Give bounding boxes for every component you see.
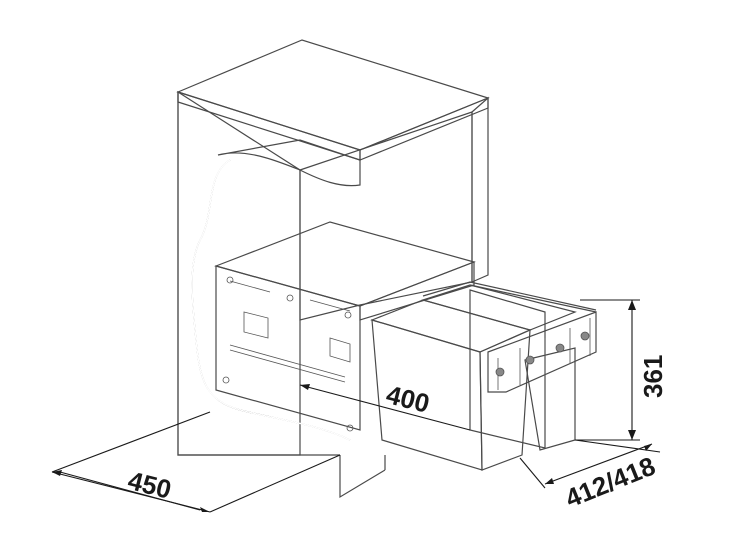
cabinet-interior: [299, 111, 473, 321]
dimension-travel-label: 400: [383, 379, 432, 419]
bin-bracket: [487, 311, 597, 393]
frame-top: [214, 221, 476, 307]
cabinet-right-panel: [471, 96, 489, 283]
dimension-height-label: 361: [638, 355, 668, 398]
pullout-frame: [214, 221, 476, 432]
bins: [370, 281, 597, 471]
front-bin-side: [479, 329, 531, 471]
middle-bin-top: [420, 284, 577, 331]
frame-side: [359, 261, 475, 321]
worktop-top: [176, 39, 490, 151]
dimension-lines: [51, 299, 661, 513]
cabinet: [176, 39, 490, 456]
frame-front-plate: [215, 265, 361, 431]
cabinet-left-face: [177, 90, 301, 456]
dimension-depth-label: 450: [125, 465, 174, 505]
worktop-side: [359, 97, 489, 161]
cabinet-outline: [177, 92, 386, 499]
worktop-cutout: [217, 139, 361, 187]
